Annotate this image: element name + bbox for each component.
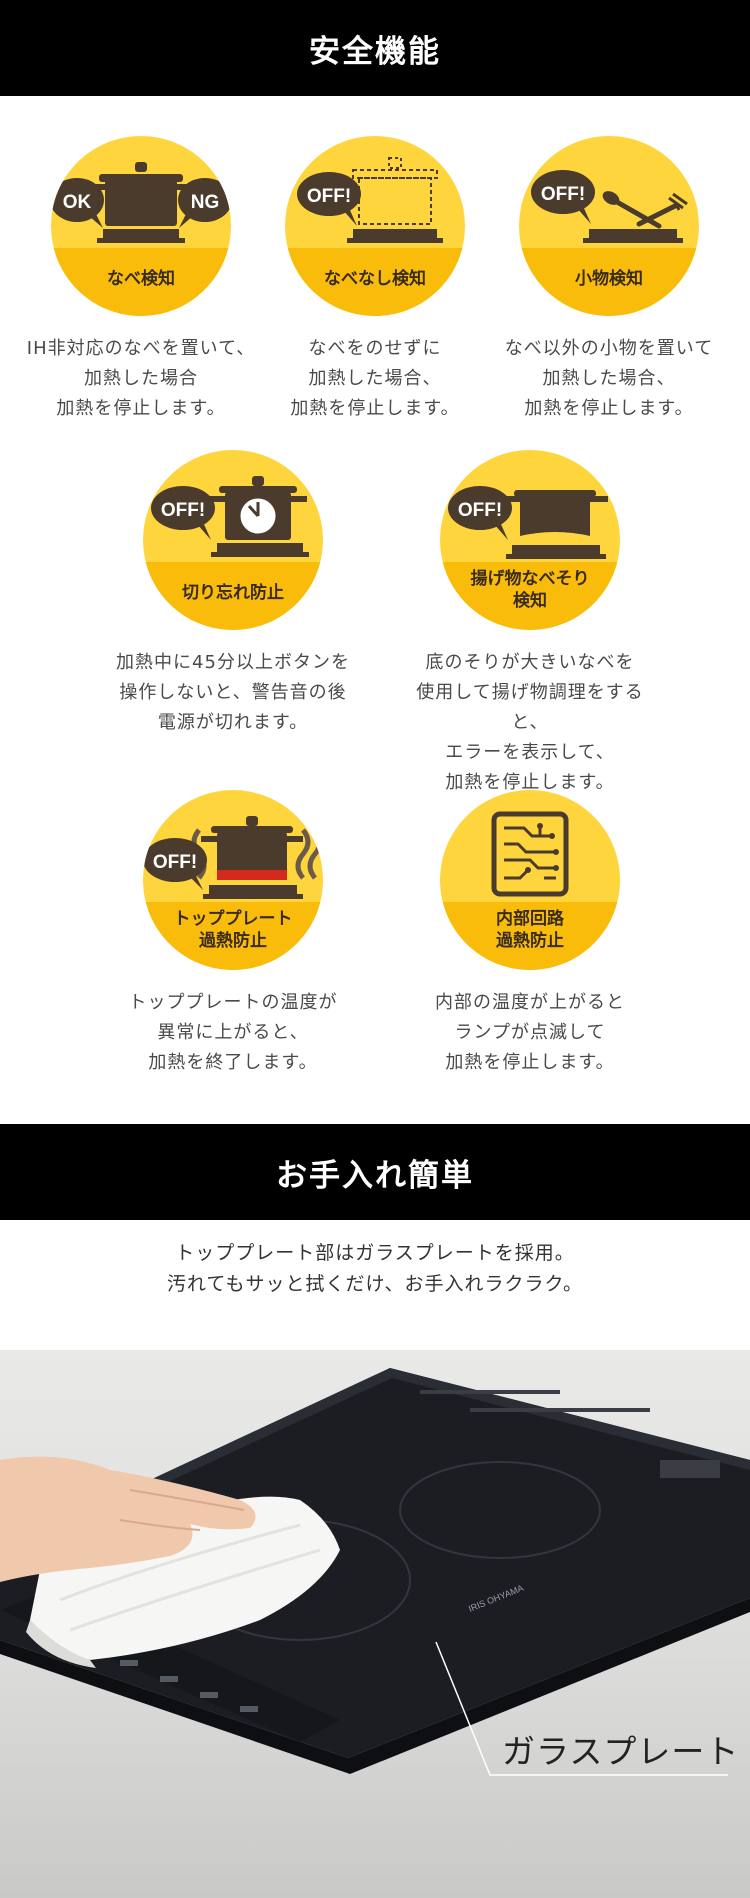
feature-description: なべ以外の小物を置いて 加熱した場合、 加熱を停止します。 bbox=[504, 338, 714, 419]
feature-badge-circle: OK NG なべ検知 bbox=[51, 136, 231, 316]
utensils-on-cooktop-icon: OFF! bbox=[531, 170, 688, 243]
feature-label: 小物検知 bbox=[575, 269, 643, 289]
feature-fry-warp-detect: OFF! 揚げ物なべそり 検知 底のそりが大きいなべを 使用して揚げ物調理をする… bbox=[400, 450, 660, 798]
empty-cooktop-icon: OFF! bbox=[297, 157, 443, 243]
feature-badge-circle: OFF! 揚げ物なべそり 検知 bbox=[440, 450, 620, 630]
care-section-title: お手入れ簡単 bbox=[276, 1157, 474, 1194]
feature-label: トッププレート 過熱防止 bbox=[173, 909, 293, 951]
feature-badge-circle: OFF! 切り忘れ防止 bbox=[143, 450, 323, 630]
feature-description: 加熱中に45分以上ボタンを 操作しないと、警告音の後 電源が切れます。 bbox=[116, 652, 350, 733]
feature-no-pot-detect: OFF! なべなし検知 なべをのせずに 加熱した場合、 加熱を停止します。 bbox=[250, 136, 500, 424]
feature-description: 内部の温度が上がると ランプが点滅して 加熱を停止します。 bbox=[435, 992, 625, 1073]
cooktop-illustration: IRIS OHYAMA bbox=[0, 1368, 750, 1776]
feature-label: 揚げ物なべそり 検知 bbox=[470, 569, 590, 611]
off-badge: OFF! bbox=[458, 500, 502, 521]
off-badge: OFF! bbox=[161, 500, 205, 521]
feature-badge-circle: OFF! 小物検知 bbox=[519, 136, 699, 316]
care-intro-text: トッププレート部はガラスプレートを採用。 汚れてもサッと拭くだけ、お手入れラクラ… bbox=[166, 1242, 583, 1295]
feature-label: 切り忘れ防止 bbox=[182, 583, 284, 603]
warped-pot-icon: OFF! bbox=[448, 486, 608, 559]
feature-top-plate-overheat: OFF! トッププレート 過熱防止 トッププレートの温度が 異常に上がると、 加… bbox=[108, 790, 358, 1078]
ng-badge: NG bbox=[191, 192, 220, 213]
ok-ng-pot-icon: OK NG bbox=[51, 162, 231, 243]
feature-badge-circle: 内部回路 過熱防止 bbox=[440, 790, 620, 970]
feature-description: 底のそりが大きいなべを 使用して揚げ物調理をすると、 エラーを表示して、 加熱を… bbox=[416, 652, 644, 793]
feature-pot-detect: OK NG なべ検知 IH非対応のなべを置いて、 加熱した場合 加熱を停止します… bbox=[16, 136, 266, 424]
feature-description: トッププレートの温度が 異常に上がると、 加熱を終了します。 bbox=[128, 992, 338, 1073]
glass-plate-callout: ガラスプレート bbox=[502, 1732, 740, 1771]
hot-pot-icon: OFF! bbox=[143, 816, 323, 899]
feature-label: なべなし検知 bbox=[324, 269, 426, 289]
off-badge: OFF! bbox=[153, 852, 197, 873]
off-badge: OFF! bbox=[307, 186, 351, 207]
off-badge: OFF! bbox=[541, 184, 585, 205]
feature-badge-circle: OFF! トッププレート 過熱防止 bbox=[143, 790, 323, 970]
glass-plate-photo: IRIS OHYAMA bbox=[0, 1350, 750, 1898]
feature-label: なべ検知 bbox=[107, 269, 175, 289]
timer-on-cooktop-icon: OFF! bbox=[151, 476, 309, 557]
feature-small-object-detect: OFF! 小物検知 なべ以外の小物を置いて 加熱した場合、 加熱を停止します。 bbox=[484, 136, 734, 424]
feature-badge-circle: OFF! なべなし検知 bbox=[285, 136, 465, 316]
care-section-header: お手入れ簡単 bbox=[0, 1124, 750, 1220]
circuit-board-icon bbox=[491, 811, 569, 897]
feature-forgot-off: OFF! 切り忘れ防止 加熱中に45分以上ボタンを 操作しないと、警告音の後 電… bbox=[108, 450, 358, 738]
feature-description: なべをのせずに 加熱した場合、 加熱を停止します。 bbox=[290, 338, 460, 419]
feature-circuit-overheat: 内部回路 過熱防止 内部の温度が上がると ランプが点滅して 加熱を停止します。 bbox=[400, 790, 660, 1078]
feature-label: 内部回路 過熱防止 bbox=[496, 909, 564, 951]
safety-section-title: 安全機能 bbox=[309, 33, 441, 70]
ok-badge: OK bbox=[63, 192, 92, 213]
feature-description: IH非対応のなべを置いて、 加熱した場合 加熱を停止します。 bbox=[26, 338, 256, 419]
safety-section-header: 安全機能 bbox=[0, 0, 750, 96]
